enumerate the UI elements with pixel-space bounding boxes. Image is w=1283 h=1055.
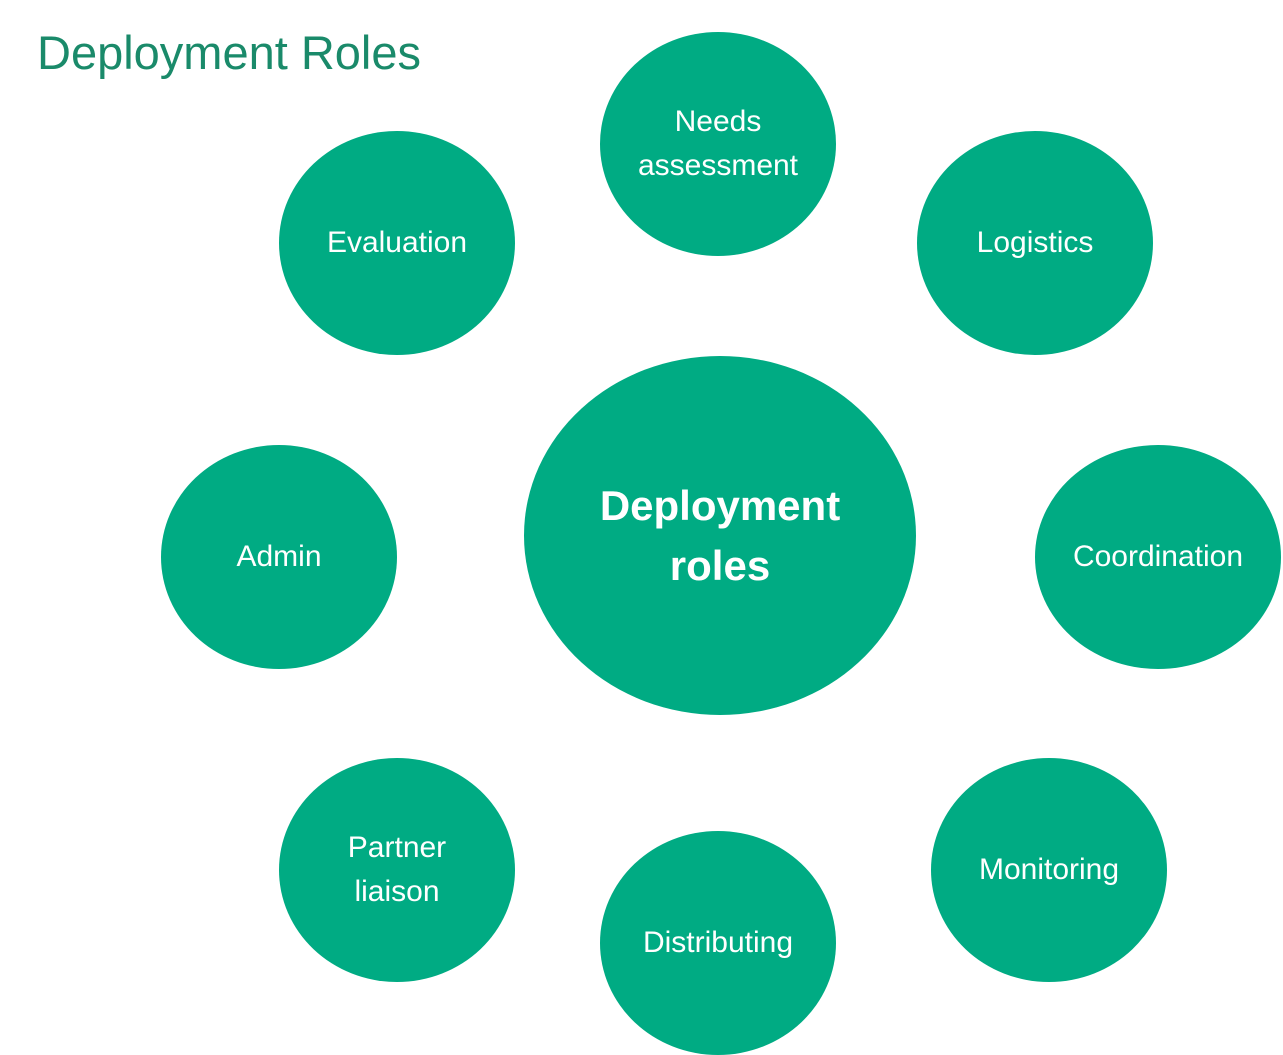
role-bubble-admin: Admin: [161, 445, 397, 669]
role-bubble-distributing: Distributing: [600, 831, 836, 1055]
role-label-distributing: Distributing: [642, 926, 794, 959]
role-label-needs-assessment: Needs assessment: [637, 105, 799, 182]
center-label: Deployment roles: [599, 481, 841, 589]
role-label-logistics: Logistics: [976, 226, 1094, 259]
role-label-admin: Admin: [236, 540, 322, 573]
role-label-evaluation: Evaluation: [326, 226, 468, 259]
center-bubble: Deployment roles: [524, 356, 916, 715]
role-label-partner-liaison: Partner liaison: [347, 831, 447, 908]
role-bubble-coordination: Coordination: [1035, 445, 1281, 669]
page-title: Deployment Roles: [37, 26, 422, 79]
role-bubble-logistics: Logistics: [917, 131, 1153, 355]
role-label-coordination: Coordination: [1072, 540, 1244, 573]
role-label-monitoring: Monitoring: [978, 853, 1120, 886]
role-bubble-needs-assessment: Needs assessment: [600, 32, 836, 256]
role-bubble-partner-liaison: Partner liaison: [279, 758, 515, 982]
role-bubble-evaluation: Evaluation: [279, 131, 515, 355]
role-bubble-monitoring: Monitoring: [931, 758, 1167, 982]
